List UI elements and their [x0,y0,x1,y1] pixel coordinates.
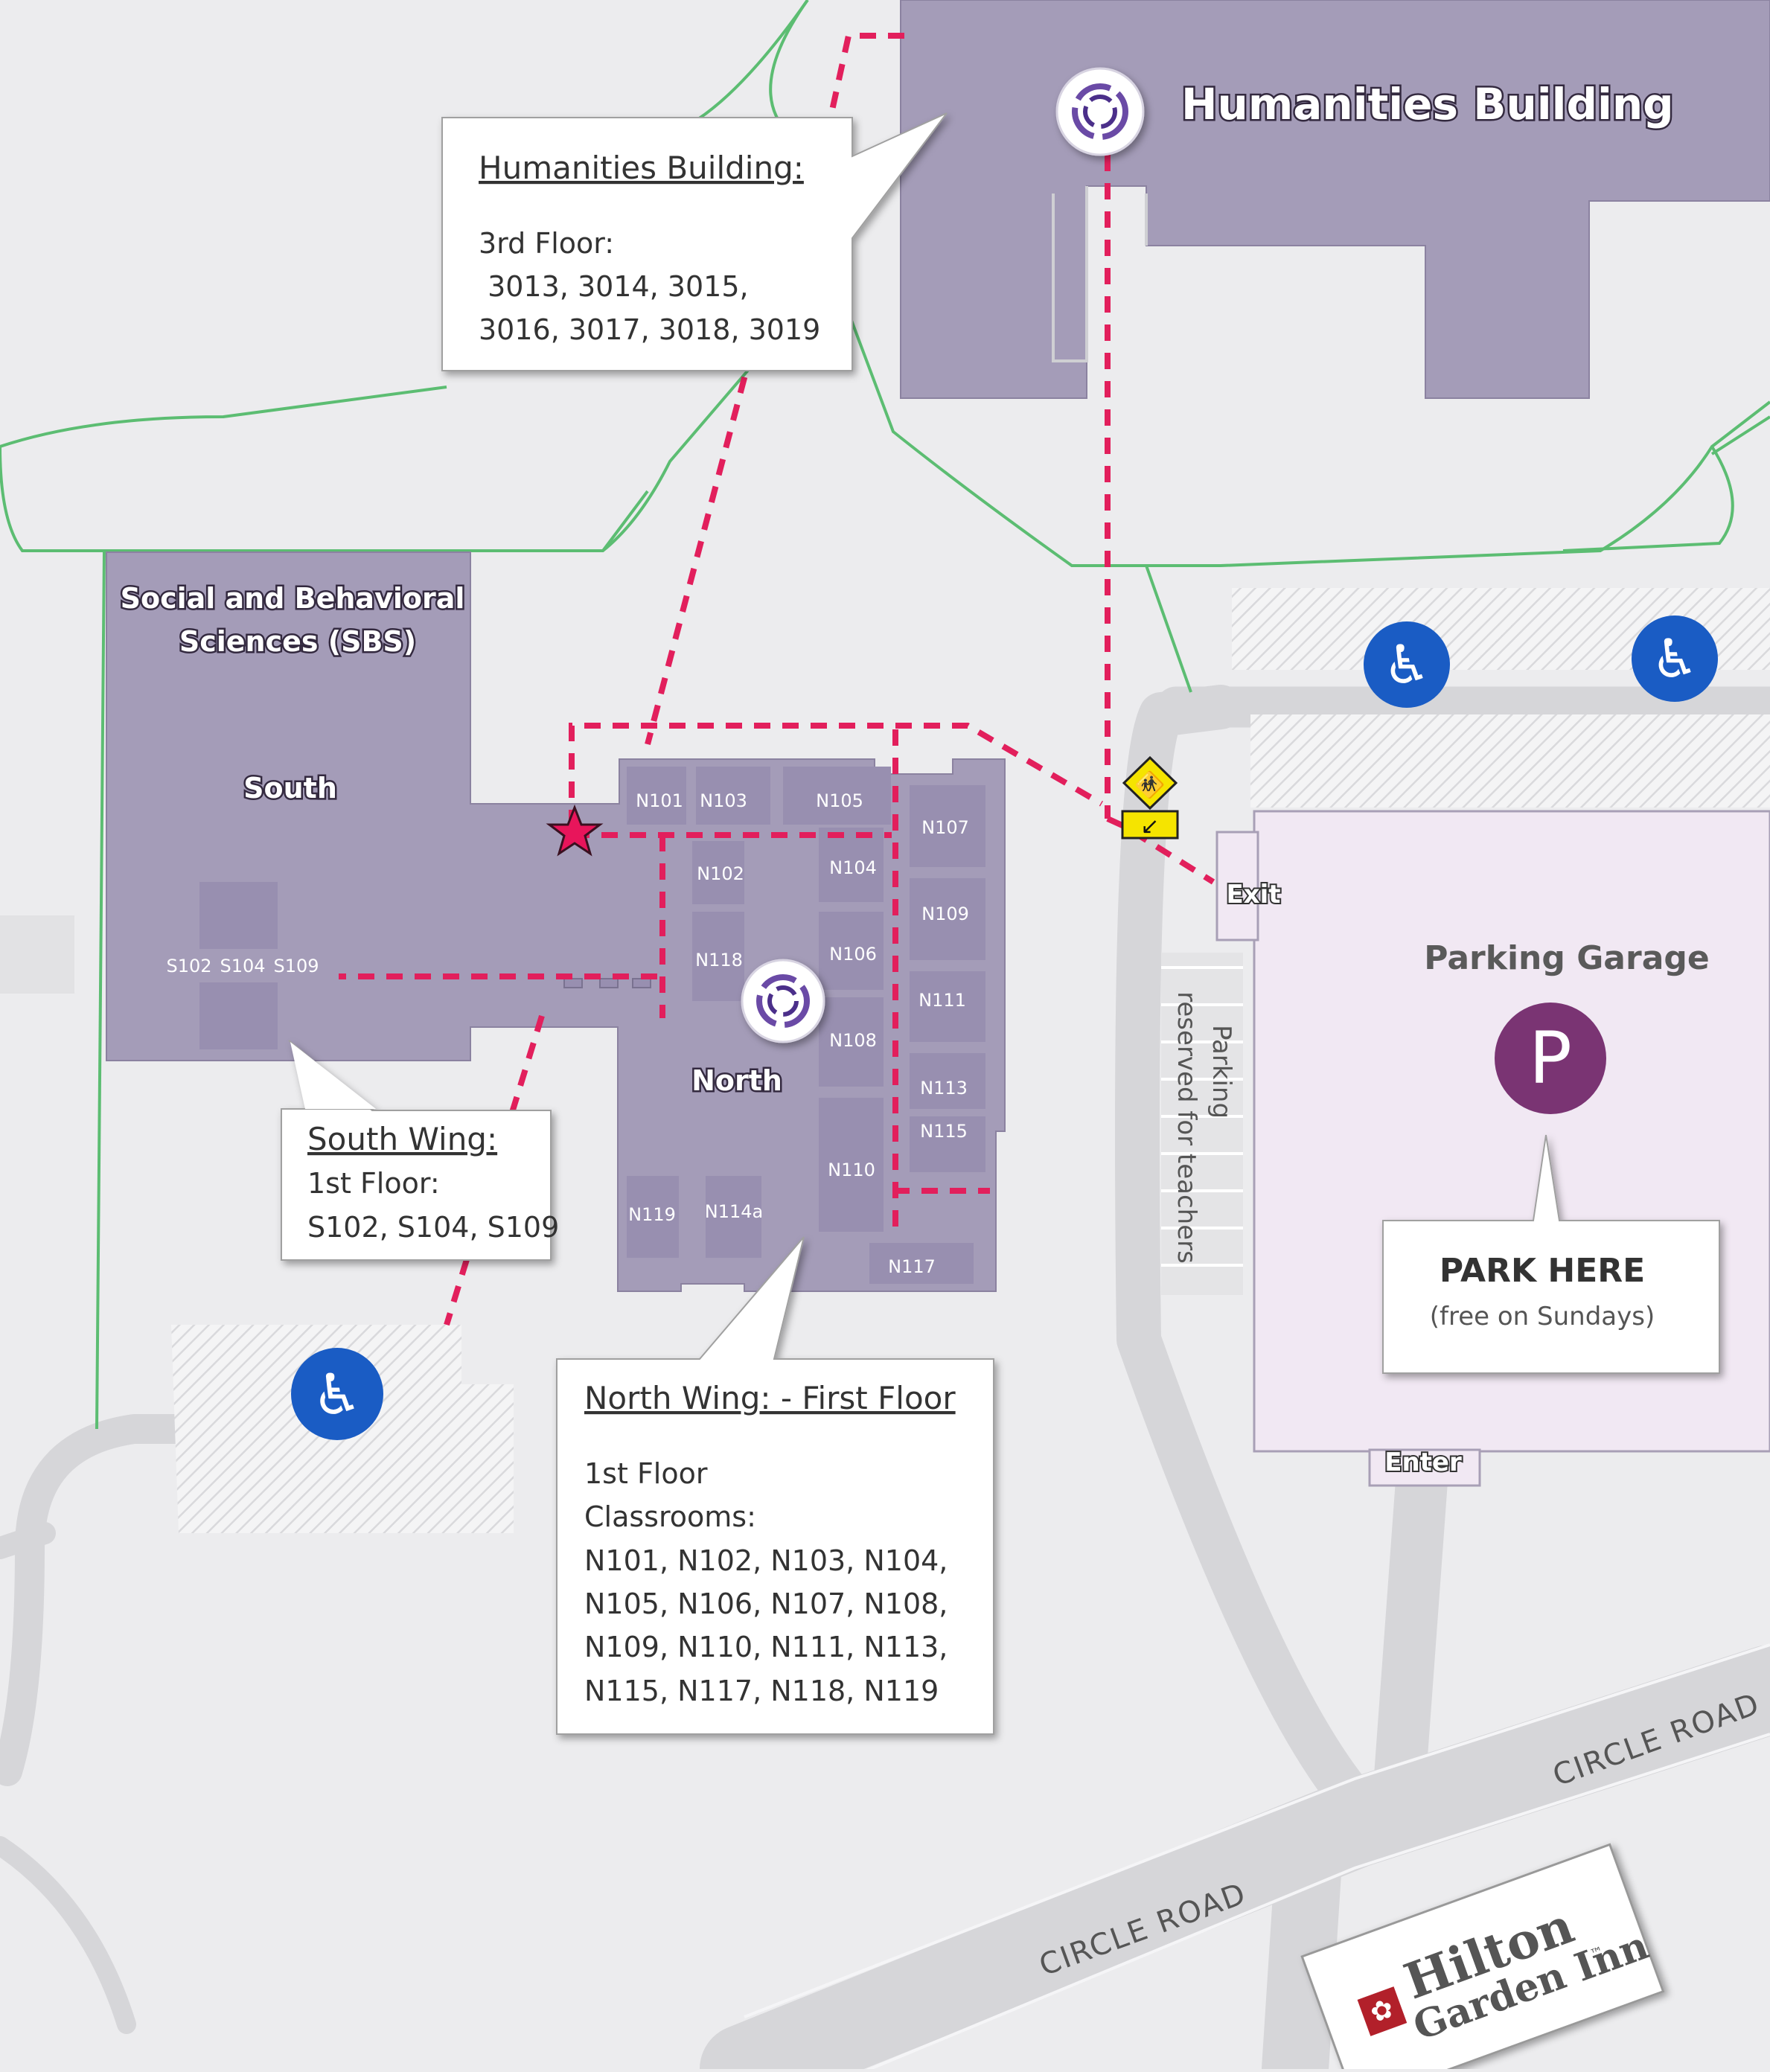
room-label: N118 [695,950,743,971]
callout-north [556,1236,994,1735]
accessible-parking-icon: ♿ [1364,621,1450,708]
accessible-parking-icon: ♿ [1632,615,1718,702]
park-here-title: PARK HERE [1440,1252,1645,1290]
callout-humanities-title: Humanities Building: [479,150,804,186]
room-label: S102 [166,956,211,976]
room-label: S109 [273,956,319,976]
parking-symbol: P [1529,1017,1572,1100]
garage-exit-label: Exit [1226,880,1280,909]
hotel-logo: ✿ Hilton Garden Inn ™ [1300,1843,1665,2072]
south-wing-label: South [243,772,337,805]
callout-north-line6: N115, N117, N118, N119 [584,1675,939,1707]
reserved-parking-line2: reserved for teachers [1172,991,1201,1264]
callout-humanities [441,112,948,371]
north-wing-label: North [691,1064,782,1097]
room-label: N107 [921,817,969,838]
callout-park-here [1382,1134,1720,1374]
accessible-parking-icon: ♿ [291,1348,383,1440]
sbs-title-line1: Social and Behavioral [121,582,465,615]
room-label: N113 [920,1078,968,1099]
pedestrian-crossing-sign-icon: 🚸 ↙ [1121,755,1179,840]
callout-south-title: South Wing: [307,1121,497,1157]
callout-north-line1: 1st Floor [584,1457,708,1490]
svg-text:♿: ♿ [1651,627,1699,690]
room-label: N108 [829,1030,877,1051]
callout-north-line2: Classrooms: [584,1500,756,1533]
room-label: N102 [697,863,744,884]
sbs-title-line2: Sciences (SBS) [179,625,416,658]
hotel-flower-icon: ✿ [1357,1986,1408,2036]
svg-text:↙: ↙ [1140,813,1159,840]
callout-humanities-line1: 3rd Floor: [479,227,614,260]
svg-text:♿: ♿ [312,1361,362,1427]
callout-humanities-line2: 3013, 3014, 3015, [479,270,749,303]
reserved-parking-line1: Parking [1207,1025,1236,1119]
callout-humanities-line3: 3016, 3017, 3018, 3019 [479,313,820,346]
college-logo-icon [741,959,825,1043]
park-here-subtitle: (free on Sundays) [1430,1302,1655,1331]
callout-north-line4: N105, N106, N107, N108, [584,1587,948,1620]
sbs-building[interactable] [106,551,1006,1292]
parking-garage-title: Parking Garage [1424,939,1709,977]
room-label: N111 [918,990,966,1011]
callout-north-line5: N109, N110, N111, N113, [584,1631,948,1663]
room-labels: N101 N103 N105 N107 N102 N104 N109 N106 … [166,790,968,1277]
room-label: N117 [888,1256,936,1277]
parking-garage[interactable] [1215,810,1770,1487]
room-label: N103 [700,790,747,811]
room-label: N119 [628,1204,676,1225]
callout-south [281,1040,552,1261]
room-label: N115 [920,1121,968,1142]
room-label: N105 [816,790,863,811]
callout-south-line2: S102, S104, S109 [307,1211,559,1244]
parking-symbol-icon: P [1495,1003,1606,1114]
room-label: N104 [829,857,877,878]
svg-text:🚸: 🚸 [1134,770,1166,800]
room-label: N106 [829,944,877,965]
svg-text:♿: ♿ [1383,633,1431,696]
room-label: S104 [220,956,265,976]
room-label: N101 [636,790,683,811]
room-label: N109 [921,904,969,924]
callout-north-line3: N101, N102, N103, N104, [584,1544,948,1577]
star-marker-icon [546,804,604,857]
road-edges [744,1643,1770,2072]
callout-south-line1: 1st Floor: [307,1167,440,1200]
humanities-title: Humanities Building [1181,79,1674,130]
college-logo-icon [1055,67,1145,156]
garage-enter-label: Enter [1384,1448,1462,1477]
walking-routes [339,33,1215,1326]
callout-north-title: North Wing: - First Floor [584,1380,956,1416]
north-rooms [627,767,985,1284]
room-label: N110 [828,1160,875,1180]
footpaths [0,0,1770,1430]
room-label: N114a [705,1201,763,1222]
